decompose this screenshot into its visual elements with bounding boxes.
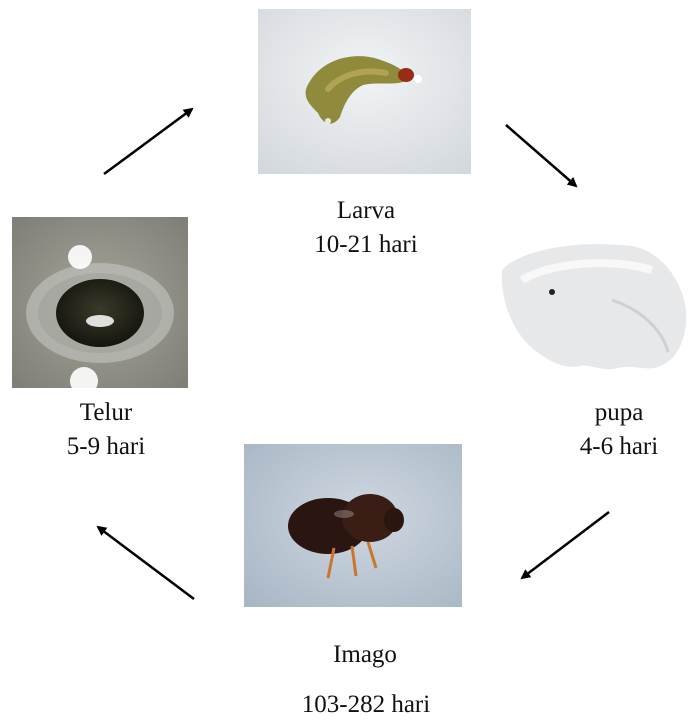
- larva-name: Larva: [296, 194, 436, 228]
- larva-duration: 10-21 hari: [296, 228, 436, 262]
- imago-duration: 103-282 hari: [286, 688, 446, 722]
- telur-label: Telur 5-9 hari: [36, 396, 176, 464]
- arrow-pupa-to-imago: [522, 512, 609, 578]
- telur-photo: [12, 217, 188, 388]
- arrow-telur-to-larva: [104, 109, 192, 174]
- pupa-duration: 4-6 hari: [550, 430, 688, 464]
- pupa-photo: [492, 240, 688, 376]
- pupa-label: pupa 4-6 hari: [550, 396, 688, 464]
- larva-photo: [258, 9, 471, 174]
- arrow-imago-to-telur: [98, 527, 194, 599]
- telur-name: Telur: [36, 396, 176, 430]
- pupa-name: pupa: [550, 396, 688, 430]
- larva-label: Larva 10-21 hari: [296, 194, 436, 262]
- imago-photo: [244, 444, 462, 607]
- telur-duration: 5-9 hari: [36, 430, 176, 464]
- arrow-larva-to-pupa: [506, 125, 576, 186]
- imago-name: Imago: [300, 638, 430, 672]
